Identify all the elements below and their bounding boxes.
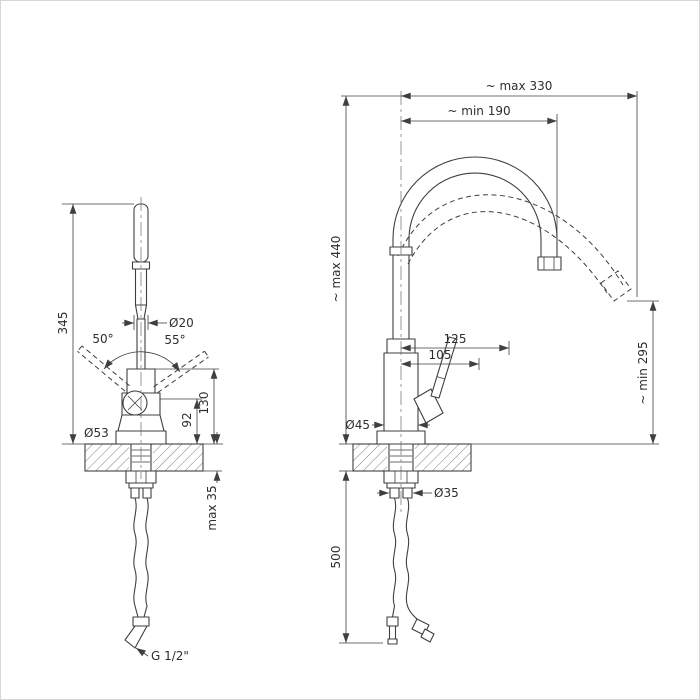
dim-reach-max: ~ max 330 xyxy=(341,79,638,297)
dim-345-label: 345 xyxy=(56,312,70,335)
countertop-front xyxy=(352,443,472,472)
dim-d45-label: Ø45 xyxy=(345,418,370,432)
handle-swing-range: 50° 55° xyxy=(77,332,209,394)
dim-max35-label: max 35 xyxy=(205,485,219,530)
dim-d53-label: Ø53 xyxy=(84,426,109,440)
countertop-side xyxy=(84,443,204,472)
dim-92-label: 92 xyxy=(180,412,194,427)
undercounter-side xyxy=(124,470,157,649)
hose-fitting-front xyxy=(420,628,435,643)
dim-reach-min: ~ min 190 xyxy=(401,104,558,237)
dim-shank-diameter: Ø35 xyxy=(377,486,459,500)
front-view: ~ max 330 ~ min 190 ~ max 440 ~ min 295 … xyxy=(329,79,659,645)
dim-min295-label: ~ min 295 xyxy=(636,341,650,404)
dim-body-height: 130 xyxy=(155,368,223,445)
dim-130-label: 130 xyxy=(197,392,211,415)
angle-left-label: 50° xyxy=(92,332,113,346)
angle-right-label: 55° xyxy=(164,333,185,347)
dim-body-diameter: Ø45 xyxy=(345,418,430,432)
dim-height-max: ~ max 440 xyxy=(329,96,353,445)
hose-fitting-side xyxy=(124,625,148,649)
dim-d20-label: Ø20 xyxy=(169,316,194,330)
dim-125-label: 125 xyxy=(444,332,467,346)
undercounter-front xyxy=(383,470,435,645)
thread-size-label: G 1/2" xyxy=(151,649,189,663)
dim-handle-diameter: Ø20 xyxy=(122,315,194,330)
spout-solid xyxy=(389,156,562,342)
hose-left-side xyxy=(133,497,137,607)
dim-width-inner: 105 xyxy=(401,348,480,370)
hose-left-front xyxy=(392,497,397,607)
thread-callout: G 1/2" xyxy=(135,647,189,663)
spout-alternate-position xyxy=(397,194,632,302)
dim-deck-thickness: max 35 xyxy=(203,432,222,531)
dim-d35-label: Ø35 xyxy=(434,486,459,500)
aerator xyxy=(537,256,562,271)
hose-right-side xyxy=(145,497,149,607)
dim-max440-label: ~ max 440 xyxy=(329,236,343,303)
dim-hose-length: 500 xyxy=(329,470,383,644)
dim-outlet-height: 92 xyxy=(160,398,202,444)
dim-min190-label: ~ min 190 xyxy=(447,104,510,118)
dim-max330-label: ~ max 330 xyxy=(486,79,553,93)
side-view: 50° 55° 345 Ø20 92 130 xyxy=(56,197,223,663)
hose-right-front xyxy=(405,497,410,607)
handle-base xyxy=(413,388,444,424)
dim-height-min: ~ min 295 xyxy=(471,300,659,445)
handle-lever-front xyxy=(430,336,458,399)
dim-105-label: 105 xyxy=(429,348,452,362)
dim-500-label: 500 xyxy=(329,546,343,569)
dim-width-outer: 125 xyxy=(401,332,510,355)
dim-total-height: 345 xyxy=(56,203,134,445)
